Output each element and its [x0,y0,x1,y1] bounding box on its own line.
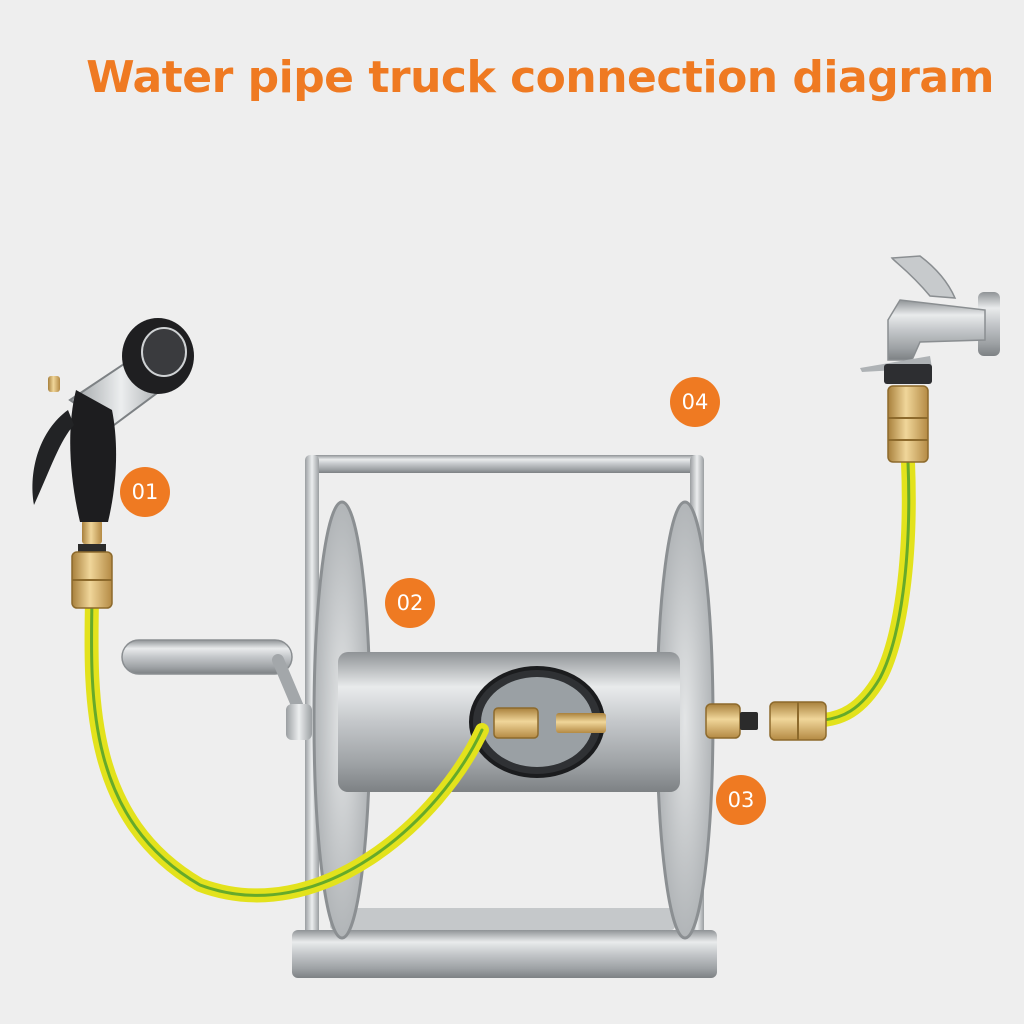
crank-handle [121,639,312,740]
inlet-connector [705,701,827,741]
faucet [860,255,1000,463]
hose-to-faucet [817,455,916,727]
label-03-inlet-connector: 03 [716,775,766,825]
label-01-spray-gun: 01 [120,467,170,517]
label-04-faucet: 04 [670,377,720,427]
spray-gun [32,318,194,522]
spray-gun-connector [71,520,113,609]
reel-drum [338,652,680,792]
label-02-reel-drum: 02 [385,578,435,628]
hose-to-spray-gun [84,593,489,903]
diagram-title: Water pipe truck connection diagram [86,52,994,103]
